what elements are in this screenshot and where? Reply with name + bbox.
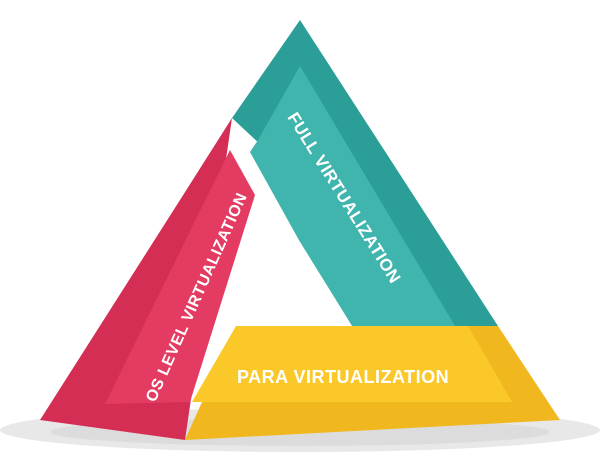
- para-virtualization-label: PARA VIRTUALIZATION: [237, 367, 449, 387]
- full-segment-inner: [250, 66, 455, 326]
- para-segment-inner: [192, 326, 512, 402]
- triangle-hollow-center: [236, 242, 352, 326]
- os-level-segment-inner: [105, 150, 255, 404]
